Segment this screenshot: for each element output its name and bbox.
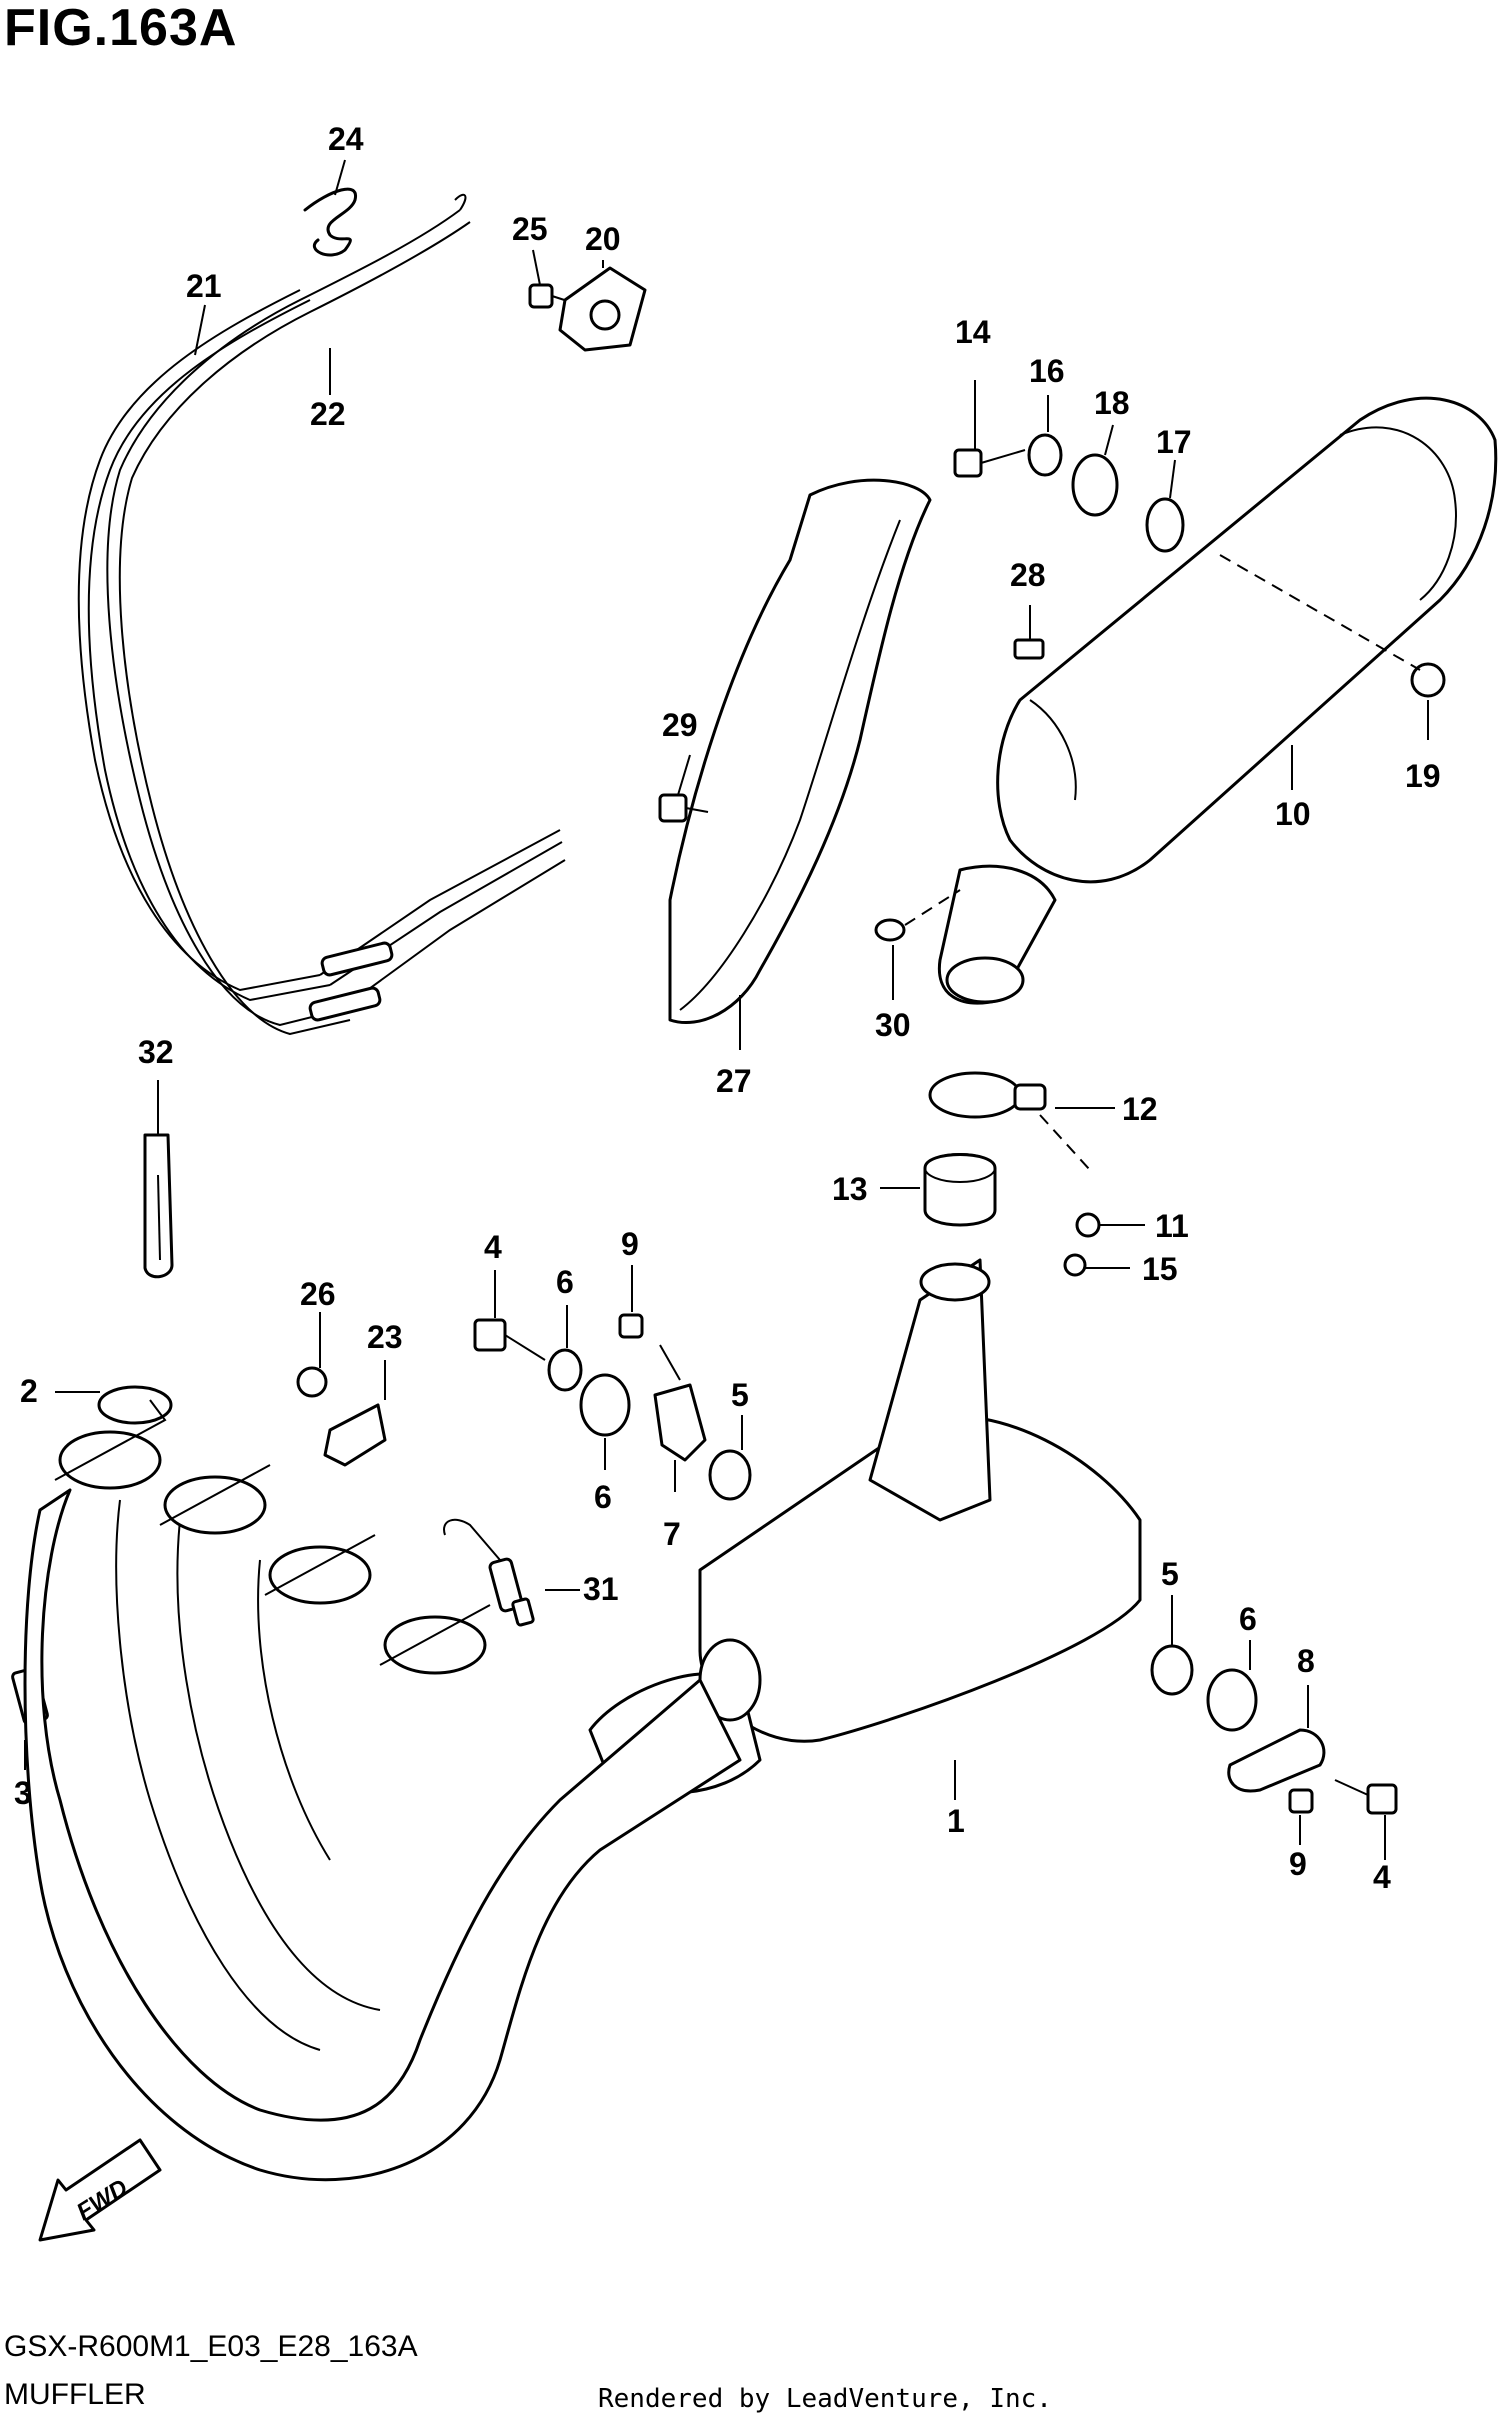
callout-20: 20 (585, 221, 621, 257)
callout-14: 14 (955, 314, 991, 350)
callout-1: 1 (947, 1803, 965, 1839)
callout-22: 22 (310, 396, 346, 432)
callout-2: 2 (20, 1373, 38, 1409)
callout-16: 16 (1029, 353, 1065, 389)
model-code: GSX-R600M1_E03_E28_163A (4, 2330, 418, 2363)
bolt-29 (658, 793, 709, 823)
bolt-9a (618, 1313, 644, 1339)
collar-5a (708, 1449, 752, 1501)
bolt-9b (1288, 1788, 1314, 1814)
callout-4: 4 (1373, 1859, 1391, 1895)
bolt-15 (1063, 1253, 1087, 1277)
oxygen-sensor-31 (443, 1518, 535, 1627)
bolt-4b (1334, 1779, 1398, 1815)
figure-title: FIG.163A (4, 0, 238, 57)
callout-15: 15 (1142, 1251, 1178, 1287)
callout-27: 27 (716, 1063, 752, 1099)
grommet-6c (1206, 1668, 1258, 1732)
cable-22 (106, 193, 566, 1036)
cable-21 (77, 289, 563, 1002)
callout-9: 9 (1289, 1846, 1307, 1882)
collar-5b (1150, 1644, 1194, 1696)
bracket-8 (1227, 1728, 1326, 1793)
nut-28 (1013, 638, 1045, 660)
callout-3: 3 (14, 1775, 32, 1811)
callout-6: 6 (594, 1479, 612, 1515)
exhaust-header-pipes (23, 1399, 742, 2182)
leader-lines (24, 159, 1429, 1860)
collar-17 (1145, 497, 1185, 553)
silencer-10 (937, 396, 1498, 1005)
muffler-chamber-1 (588, 1258, 1142, 1795)
forward-direction-arrow: FWD (38, 2138, 162, 2242)
gasket-13 (923, 1153, 997, 1227)
bracket-7 (653, 1383, 707, 1462)
callout-23: 23 (367, 1319, 403, 1355)
callout-labels: 1 2 3 4 4 5 5 6 6 6 7 8 9 9 10 11 12 13 … (14, 121, 1441, 1895)
callout-6: 6 (556, 1264, 574, 1300)
callout-21: 21 (186, 268, 222, 304)
callout-24: 24 (328, 121, 364, 157)
callout-4: 4 (484, 1229, 502, 1265)
callout-8: 8 (1297, 1643, 1315, 1679)
callout-17: 17 (1156, 424, 1192, 460)
grommet-6b (579, 1373, 631, 1437)
callout-5: 5 (1161, 1556, 1179, 1592)
callout-31: 31 (583, 1571, 619, 1607)
bolt-14 (953, 448, 1026, 478)
washer-16 (1027, 433, 1063, 477)
callout-9: 9 (621, 1226, 639, 1262)
callout-29: 29 (662, 707, 698, 743)
callout-12: 12 (1122, 1091, 1158, 1127)
clamp-12 (928, 1071, 1047, 1119)
strap-32 (143, 1133, 174, 1279)
washer-6a (547, 1348, 583, 1392)
bracket-23 (323, 1403, 387, 1467)
callout-19: 19 (1405, 758, 1441, 794)
bolt-4a (473, 1318, 546, 1361)
nut-26 (296, 1366, 328, 1398)
callout-13: 13 (832, 1171, 868, 1207)
callout-5: 5 (731, 1377, 749, 1413)
exhaust-gasket-2 (97, 1385, 173, 1425)
cable-bracket-20 (558, 266, 647, 352)
nut-19 (1410, 662, 1446, 698)
washer-30 (874, 918, 906, 942)
heat-shield-27 (668, 478, 932, 1025)
callout-6: 6 (1239, 1601, 1257, 1637)
render-credit: Rendered by LeadVenture, Inc. (598, 2384, 1052, 2414)
cable-clip-24 (303, 187, 357, 257)
callout-11: 11 (1155, 1208, 1189, 1244)
callout-25: 25 (512, 211, 548, 247)
callout-18: 18 (1094, 385, 1130, 421)
grommet-18 (1071, 453, 1119, 517)
callout-10: 10 (1275, 796, 1311, 832)
section-name: MUFFLER (4, 2378, 146, 2411)
callout-28: 28 (1010, 557, 1046, 593)
callout-7: 7 (663, 1516, 681, 1552)
callout-30: 30 (875, 1007, 911, 1043)
callout-26: 26 (300, 1276, 336, 1312)
callout-32: 32 (138, 1034, 174, 1070)
bolt-11 (1075, 1212, 1101, 1238)
